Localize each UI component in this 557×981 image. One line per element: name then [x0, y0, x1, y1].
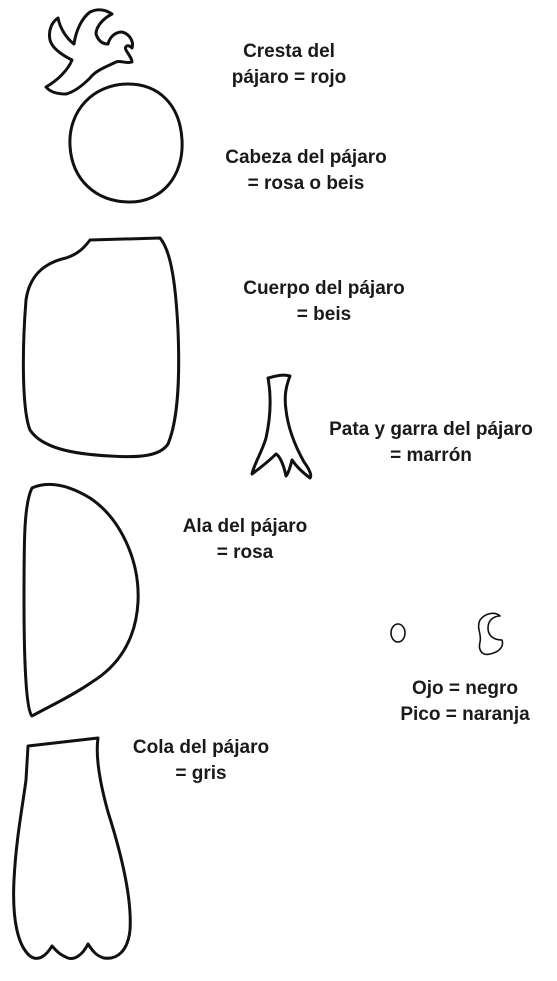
eye-beak-label-line1: Ojo = negro [411, 678, 519, 699]
beak-piece [477, 612, 504, 656]
eye-beak-label: Ojo = negro Pico = naranja [380, 676, 550, 728]
body-label: Cuerpo del pájaro = beis [214, 276, 434, 328]
tail-piece [12, 736, 132, 960]
wing-piece [22, 482, 140, 718]
tail-label-line1: Cola del pájaro [132, 737, 270, 758]
body-label-line1: Cuerpo del pájaro [243, 278, 405, 299]
tail-label: Cola del pájaro = gris [116, 735, 286, 787]
head-piece [68, 82, 184, 204]
body-label-line2: = beis [296, 304, 352, 325]
crest-label: Cresta del pájaro = rojo [214, 39, 364, 91]
eye-piece [390, 623, 406, 643]
leg-piece [250, 373, 313, 480]
crest-label-line2: pájaro = rojo [231, 67, 347, 88]
wing-label: Ala del pájaro = rosa [150, 514, 340, 566]
tail-label-line2: = gris [175, 763, 227, 784]
head-label-line1: Cabeza del pájaro [225, 147, 387, 168]
head-label: Cabeza del pájaro = rosa o beis [196, 145, 416, 197]
head-label-line2: = rosa o beis [247, 173, 365, 194]
wing-label-line1: Ala del pájaro [182, 516, 308, 537]
crest-piece [44, 8, 134, 96]
wing-label-line2: = rosa [216, 542, 274, 563]
leg-label-line1: Pata y garra del pájaro [329, 419, 533, 440]
leg-label: Pata y garra del pájaro = marrón [308, 417, 554, 469]
leg-label-line2: = marrón [390, 445, 472, 466]
eye-beak-label-line2: Pico = naranja [400, 704, 530, 725]
body-piece [21, 236, 181, 459]
crest-label-line1: Cresta del [243, 41, 335, 62]
